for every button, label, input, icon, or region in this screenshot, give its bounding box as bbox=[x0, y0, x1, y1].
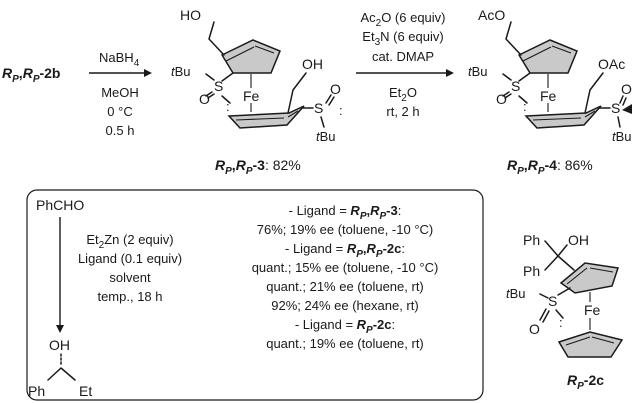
catalysis-condition-2: Ligand (0.1 equiv) bbox=[78, 251, 182, 266]
compound-3-structure: HO S tBu O : Fe OH S O tBu : bbox=[171, 7, 343, 144]
compound-4-label: RP,RP-4: 86% bbox=[507, 157, 593, 177]
svg-text::: : bbox=[559, 315, 563, 330]
step2-arrowhead bbox=[446, 69, 454, 77]
step1-time: 0.5 h bbox=[106, 123, 135, 138]
result-line: quant.; 21% ee (toluene, rt) bbox=[266, 279, 424, 294]
svg-text:Ph: Ph bbox=[523, 232, 540, 248]
cp-ring-unsubstituted bbox=[557, 331, 624, 358]
svg-text:OAc: OAc bbox=[598, 56, 625, 72]
svg-text::: : bbox=[523, 99, 527, 114]
cp-ring-top bbox=[220, 39, 281, 74]
svg-text::: : bbox=[226, 99, 230, 114]
step1-temperature: 0 °C bbox=[107, 104, 132, 119]
catalysis-condition-3: solvent bbox=[109, 270, 151, 285]
svg-text:OH: OH bbox=[568, 232, 589, 248]
svg-text:Fe: Fe bbox=[243, 88, 260, 104]
result-line: 92%; 24% ee (hexane, rt) bbox=[271, 298, 418, 313]
step2-et3n: Et3N (6 equiv) bbox=[362, 29, 443, 48]
result-ligand-header: - Ligand = RP-2c: bbox=[295, 317, 395, 336]
svg-text:S: S bbox=[611, 100, 620, 116]
svg-text:AcO: AcO bbox=[478, 7, 505, 23]
step1-reagent: NaBH4 bbox=[99, 50, 140, 69]
svg-text:S: S bbox=[214, 78, 223, 94]
svg-text:tBu: tBu bbox=[316, 129, 336, 144]
step2-conditions: rt, 2 h bbox=[386, 104, 419, 119]
cp-ring-top-4 bbox=[517, 39, 578, 74]
alcohol-product-structure: OH Ph Et bbox=[28, 337, 92, 399]
svg-text:Ph: Ph bbox=[523, 263, 540, 279]
results-list: - Ligand = RP,RP-3:76%; 19% ee (toluene,… bbox=[252, 203, 439, 351]
result-line: 76%; 19% ee (toluene, -10 °C) bbox=[257, 222, 433, 237]
svg-text:O: O bbox=[199, 91, 210, 107]
svg-text:HO: HO bbox=[180, 7, 201, 23]
cp-ring-bottom-4 bbox=[524, 105, 602, 129]
ligand-2c-label: RP-2c bbox=[567, 372, 604, 392]
svg-text:OH: OH bbox=[302, 56, 323, 72]
step2-solvent: Et2O bbox=[389, 85, 417, 104]
svg-text:tBu: tBu bbox=[612, 129, 632, 144]
substrate-label: PhCHO bbox=[36, 197, 84, 213]
svg-text:O: O bbox=[621, 81, 632, 97]
result-line: quant.; 15% ee (toluene, -10 °C) bbox=[252, 260, 439, 275]
svg-text:S: S bbox=[548, 293, 557, 309]
svg-text:Ph: Ph bbox=[28, 383, 45, 399]
step2-ac2o: Ac2O (6 equiv) bbox=[360, 10, 445, 29]
svg-text:Et: Et bbox=[79, 383, 92, 399]
svg-text:O: O bbox=[496, 91, 507, 107]
svg-text:O: O bbox=[529, 321, 540, 337]
compound-4-structure: AcO S tBu O : Fe OAc S O tBu bbox=[468, 7, 632, 144]
svg-text:tBu: tBu bbox=[506, 286, 526, 301]
catalysis-arrowhead bbox=[56, 325, 64, 333]
svg-text:tBu: tBu bbox=[468, 64, 488, 79]
result-ligand-header: - Ligand = RP,RP-3: bbox=[289, 203, 402, 222]
step1-arrowhead bbox=[144, 69, 152, 77]
svg-text:OH: OH bbox=[49, 337, 70, 353]
result-line: quant.; 19% ee (toluene, rt) bbox=[266, 336, 424, 351]
svg-text:S: S bbox=[314, 100, 323, 116]
catalysis-box bbox=[26, 189, 484, 401]
svg-text:Fe: Fe bbox=[584, 302, 601, 318]
step1-solvent: MeOH bbox=[101, 85, 139, 100]
svg-text::: : bbox=[339, 103, 343, 118]
step2-dmap: cat. DMAP bbox=[372, 49, 434, 64]
svg-text:S: S bbox=[511, 78, 520, 94]
compound-3-label: RP,RP-3: 82% bbox=[215, 157, 301, 177]
svg-text:O: O bbox=[330, 81, 341, 97]
result-ligand-header: - Ligand = RP,RP-2c: bbox=[285, 241, 405, 260]
svg-text:Fe: Fe bbox=[540, 88, 557, 104]
catalysis-condition-4: temp., 18 h bbox=[97, 289, 162, 304]
cp-ring-bottom bbox=[227, 105, 305, 129]
catalysis-condition-1: Et2Zn (2 equiv) bbox=[86, 232, 173, 251]
ligand-2c-structure: Ph OH Ph S tBu O : Fe bbox=[506, 232, 624, 358]
svg-text:tBu: tBu bbox=[171, 64, 191, 79]
start-compound-label: RP,RP-2b bbox=[2, 65, 60, 85]
